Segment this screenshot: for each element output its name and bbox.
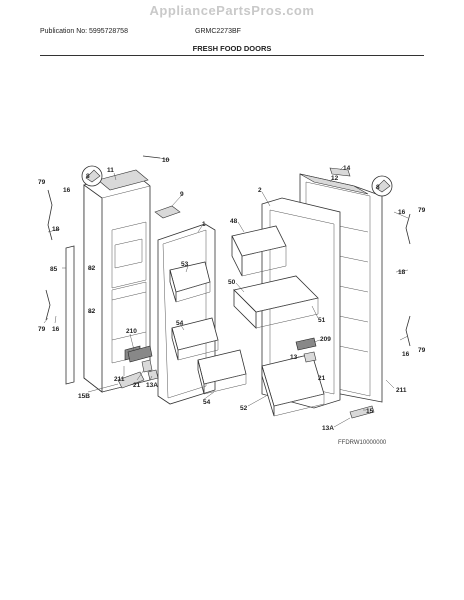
callout-16-upper-right: 16 [398, 209, 406, 216]
part-15B-trim [117, 371, 145, 389]
upper-hinge-pin-left [47, 189, 53, 241]
header-divider [40, 55, 424, 56]
callout-1: 1 [202, 221, 206, 228]
callout-209: 209 [320, 336, 331, 343]
left-door-bin-53 [169, 261, 211, 303]
left-door-bin-54b [197, 349, 247, 395]
part-13A-cover [147, 369, 159, 381]
callout-82-upper: 82 [88, 265, 96, 272]
callout-21-left: 21 [133, 382, 141, 389]
part-15-trim [349, 405, 375, 419]
callout-79-lower-left: 79 [38, 326, 46, 333]
left-door-dispenser-cavity [114, 238, 143, 269]
leader-lines [43, 157, 409, 428]
callout-15: 15 [366, 408, 374, 415]
callout-211-left: 211 [114, 376, 125, 383]
left-liner-rib-1 [111, 291, 147, 301]
callout-13: 13 [290, 354, 298, 361]
callout-79-upper-left: 79 [38, 179, 46, 186]
left-door-dispenser-recess [111, 221, 147, 289]
part-21-hinge [141, 359, 153, 373]
callout-labels: 10 11 8 79 16 9 1 18 85 82 53 82 79 16 5… [38, 157, 426, 446]
callout-13A-right: 13A [322, 425, 334, 432]
callout-2: 2 [258, 187, 262, 194]
callout-21-right: 21 [318, 375, 326, 382]
callout-79-lower-right: 79 [418, 347, 426, 354]
watermark: AppliancePartsPros.com [149, 3, 315, 18]
callout-10: 10 [162, 157, 170, 164]
callout-210: 210 [126, 328, 137, 335]
right-door-bin-52 [261, 353, 325, 417]
part-21-hinge-right [303, 351, 317, 363]
left-door-edge [83, 184, 103, 393]
left-door-assembly [45, 155, 247, 405]
callout-13A-left: 13A [146, 382, 158, 389]
detail-8-right-part [375, 179, 391, 193]
callout-53: 53 [181, 261, 189, 268]
right-door-liner-2-inner [269, 209, 335, 395]
callout-52: 52 [240, 405, 248, 412]
trim-14 [329, 167, 351, 177]
callout-18-right: 18 [398, 269, 406, 276]
lower-hinge-pin-right [405, 315, 411, 347]
publication-number: Publication No: 5995728758 [40, 28, 128, 35]
right-door-bin-48 [231, 225, 287, 277]
callout-12: 12 [331, 175, 339, 182]
section-title: FRESH FOOD DOORS [192, 44, 272, 53]
lower-hinge-pin-left [45, 289, 51, 321]
left-door-bin-54a [171, 317, 219, 361]
callout-16-upper-left: 16 [63, 187, 71, 194]
callout-18-left: 18 [52, 226, 60, 233]
callout-50: 50 [228, 279, 236, 286]
left-door-gasket-strip [65, 245, 75, 385]
callout-79-upper-right: 79 [418, 207, 426, 214]
part-210-bracket [127, 345, 153, 363]
left-door-liner-1-inner [162, 229, 207, 399]
left-door-top-cap [97, 169, 149, 191]
callout-11: 11 [107, 167, 114, 174]
right-door-top-cap [299, 173, 369, 195]
callout-15B: 15B [78, 393, 90, 400]
detail-8-left-part [85, 169, 101, 183]
callout-54-lower: 54 [203, 399, 211, 406]
callout-48: 48 [230, 218, 238, 225]
right-door-assembly [231, 167, 411, 419]
model-number: GRMC2273BF [195, 28, 241, 35]
hinge-cover-9 [154, 205, 181, 219]
callout-85: 85 [50, 266, 58, 273]
callout-8-right: 8 [376, 184, 380, 191]
callout-54-upper: 54 [176, 320, 184, 327]
part-209-bracket [295, 337, 317, 351]
right-door-liner-2 [261, 197, 341, 409]
callout-14: 14 [343, 165, 351, 172]
handle-10 [142, 155, 161, 159]
callout-8-left: 8 [86, 173, 90, 180]
right-door-bin-50 [233, 275, 319, 329]
upper-hinge-pin-right [405, 213, 411, 245]
callout-16-lower-right: 16 [402, 351, 410, 358]
callout-211-right: 211 [396, 387, 407, 394]
callout-16-lower-left: 16 [52, 326, 60, 333]
callout-82-lower: 82 [88, 308, 96, 315]
callout-51: 51 [318, 317, 326, 324]
figure-id: FFDRW10000000 [338, 440, 387, 446]
left-liner-rib-2 [111, 331, 147, 341]
callout-9: 9 [180, 191, 184, 198]
